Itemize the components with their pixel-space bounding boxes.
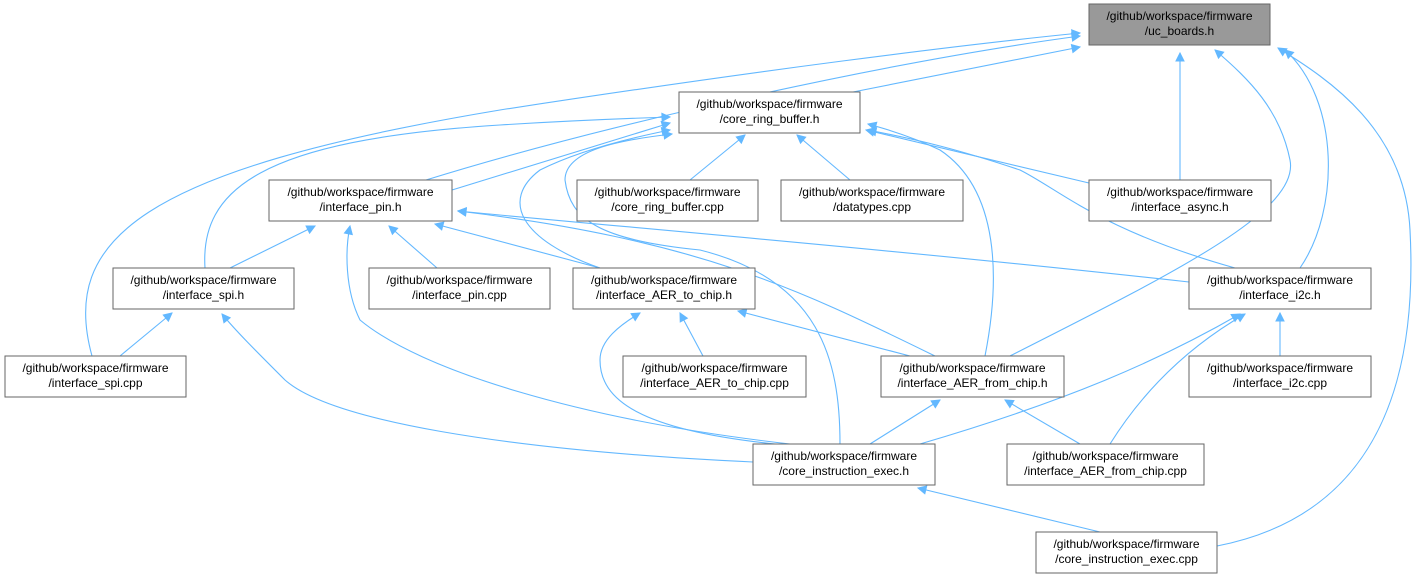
node-interface-aer-to-chip-cpp[interactable]: /github/workspace/firmware/interface_AER… [622, 355, 807, 398]
node-path-label: /github/workspace/firmware [1032, 449, 1178, 463]
node-file-label: /interface_async.h [1131, 200, 1228, 214]
edge-core_instruction_exec_h-to-interface_spi_h [222, 314, 754, 463]
node-file-label: /interface_AER_to_chip.h [596, 288, 732, 302]
node-path-label: /github/workspace/firmware [594, 185, 740, 199]
edge-core_ring_buffer_cpp-to-core_ring_buffer_h [689, 135, 745, 181]
edge-core_instruction_exec_h-to-interface_pin_h [347, 226, 791, 445]
node-interface-aer-from-chip-cpp[interactable]: /github/workspace/firmware/interface_AER… [1006, 443, 1205, 486]
node-file-label: /core_instruction_exec.cpp [1055, 552, 1198, 566]
node-path-label: /github/workspace/firmware [799, 185, 945, 199]
edge-interface_spi_h-to-interface_pin_h [229, 226, 315, 269]
node-interface-pin-h[interactable]: /github/workspace/firmware/interface_pin… [268, 179, 453, 222]
node-path-label: /github/workspace/firmware [22, 361, 168, 375]
node-path-label: /github/workspace/firmware [386, 273, 532, 287]
edge-core_instruction_exec_cpp-to-uc_boards_h [1216, 48, 1412, 547]
node-file-label: /interface_AER_from_chip.cpp [1024, 464, 1187, 478]
edge-interface_pin_cpp-to-interface_pin_h [389, 226, 438, 269]
edge-core_ring_buffer_h-to-uc_boards_h [852, 47, 1080, 93]
node-interface-aer-from-chip-h[interactable]: /github/workspace/firmware/interface_AER… [880, 355, 1065, 398]
node-box [622, 355, 807, 398]
edge-datatypes_cpp-to-core_ring_buffer_h [797, 135, 851, 181]
node-core-ring-buffer-cpp[interactable]: /github/workspace/firmware/core_ring_buf… [576, 179, 759, 222]
edge-interface_aer_from_chip_h-to-uc_boards_h [1009, 50, 1292, 357]
node-file-label: /interface_AER_from_chip.h [897, 376, 1047, 390]
node-interface-i2c-h[interactable]: /github/workspace/firmware/interface_i2c… [1188, 267, 1372, 310]
node-path-label: /github/workspace/firmware [287, 185, 433, 199]
node-file-label: /uc_boards.h [1145, 24, 1214, 38]
node-box [4, 355, 187, 398]
edge-interface_aer_to_chip_h-to-core_ring_buffer_h [519, 130, 670, 269]
node-box [880, 355, 1065, 398]
node-path-label: /github/workspace/firmware [1207, 361, 1353, 375]
node-interface-spi-cpp[interactable]: /github/workspace/firmware/interface_spi… [4, 355, 187, 398]
edge-core_instruction_exec_h-to-interface_i2c_h [919, 314, 1240, 445]
node-path-label: /github/workspace/firmware [696, 97, 842, 111]
edge-interface_i2c_h-to-interface_pin_h [458, 211, 1190, 283]
edge-interface_aer_to_chip_cpp-to-interface_aer_to_chip_h [680, 313, 704, 357]
nodes-layer: /github/workspace/firmware/uc_boards.h/g… [4, 3, 1372, 574]
edge-interface_pin_h-to-core_ring_buffer_h [451, 123, 670, 191]
edge-interface_aer_from_chip_cpp-to-interface_aer_from_chip_h [1005, 400, 1081, 445]
edge-interface_i2c_h-to-uc_boards_h [1285, 50, 1329, 269]
node-box [678, 91, 861, 134]
node-box [576, 179, 759, 222]
node-box [1035, 531, 1218, 574]
edge-core_instruction_exec_cpp-to-core_instruction_exec_h [918, 488, 1101, 533]
node-file-label: /interface_AER_to_chip.cpp [640, 376, 789, 390]
edge-interface_spi_cpp-to-interface_spi_h [119, 313, 172, 357]
edges-layer [85, 33, 1412, 547]
node-path-label: /github/workspace/firmware [130, 273, 276, 287]
edge-core_instruction_exec_h-to-interface_aer_to_chip_h [599, 313, 776, 445]
edge-interface_aer_to_chip_h-to-interface_pin_h [435, 224, 601, 269]
node-interface-async-h[interactable]: /github/workspace/firmware/interface_asy… [1088, 179, 1272, 222]
edge-interface_spi_h-to-core_ring_buffer_h [204, 117, 670, 269]
node-file-label: /interface_pin.cpp [412, 288, 507, 302]
node-path-label: /github/workspace/firmware [771, 449, 917, 463]
edge-interface_aer_from_chip_h-to-interface_aer_to_chip_h [738, 311, 911, 357]
edge-interface_spi_cpp-to-uc_boards_h [85, 33, 1080, 357]
node-path-label: /github/workspace/firmware [591, 273, 737, 287]
node-file-label: /interface_pin.h [319, 200, 401, 214]
edge-core_instruction_exec_h-to-core_ring_buffer_h [564, 134, 841, 445]
edge-interface_aer_from_chip_cpp-to-interface_i2c_h [1109, 314, 1245, 445]
node-path-label: /github/workspace/firmware [1107, 185, 1253, 199]
node-interface-aer-to-chip-h[interactable]: /github/workspace/firmware/interface_AER… [572, 267, 756, 310]
node-box [1088, 3, 1271, 46]
node-file-label: /interface_i2c.h [1239, 288, 1320, 302]
edge-interface_aer_from_chip_h-to-core_ring_buffer_h [868, 124, 994, 357]
node-core-ring-buffer-h[interactable]: /github/workspace/firmware/core_ring_buf… [678, 91, 861, 134]
node-file-label: /core_instruction_exec.h [779, 464, 909, 478]
node-path-label: /github/workspace/firmware [1106, 9, 1252, 23]
node-box [780, 179, 964, 222]
node-box [572, 267, 756, 310]
node-file-label: /core_ring_buffer.cpp [611, 200, 724, 214]
node-core-instruction-exec-h[interactable]: /github/workspace/firmware/core_instruct… [752, 443, 936, 486]
node-path-label: /github/workspace/firmware [641, 361, 787, 375]
node-interface-pin-cpp[interactable]: /github/workspace/firmware/interface_pin… [368, 267, 551, 310]
node-datatypes-cpp[interactable]: /github/workspace/firmware/datatypes.cpp [780, 179, 964, 222]
node-path-label: /github/workspace/firmware [899, 361, 1045, 375]
node-box [1006, 443, 1205, 486]
node-interface-i2c-cpp[interactable]: /github/workspace/firmware/interface_i2c… [1188, 355, 1372, 398]
node-file-label: /datatypes.cpp [833, 200, 911, 214]
node-uc-boards-h[interactable]: /github/workspace/firmware/uc_boards.h [1088, 3, 1271, 46]
node-file-label: /core_ring_buffer.h [720, 112, 820, 126]
node-box [752, 443, 936, 486]
node-box [368, 267, 551, 310]
edge-core_instruction_exec_h-to-interface_aer_from_chip_h [869, 400, 940, 445]
node-box [268, 179, 453, 222]
node-file-label: /interface_spi.h [163, 288, 244, 302]
node-path-label: /github/workspace/firmware [1053, 537, 1199, 551]
node-path-label: /github/workspace/firmware [1207, 273, 1353, 287]
node-box [1088, 179, 1272, 222]
node-core-instruction-exec-cpp[interactable]: /github/workspace/firmware/core_instruct… [1035, 531, 1218, 574]
node-box [1188, 355, 1372, 398]
node-file-label: /interface_i2c.cpp [1233, 376, 1327, 390]
node-interface-spi-h[interactable]: /github/workspace/firmware/interface_spi… [112, 267, 295, 310]
node-file-label: /interface_spi.cpp [48, 376, 142, 390]
node-box [1188, 267, 1372, 310]
node-box [112, 267, 295, 310]
